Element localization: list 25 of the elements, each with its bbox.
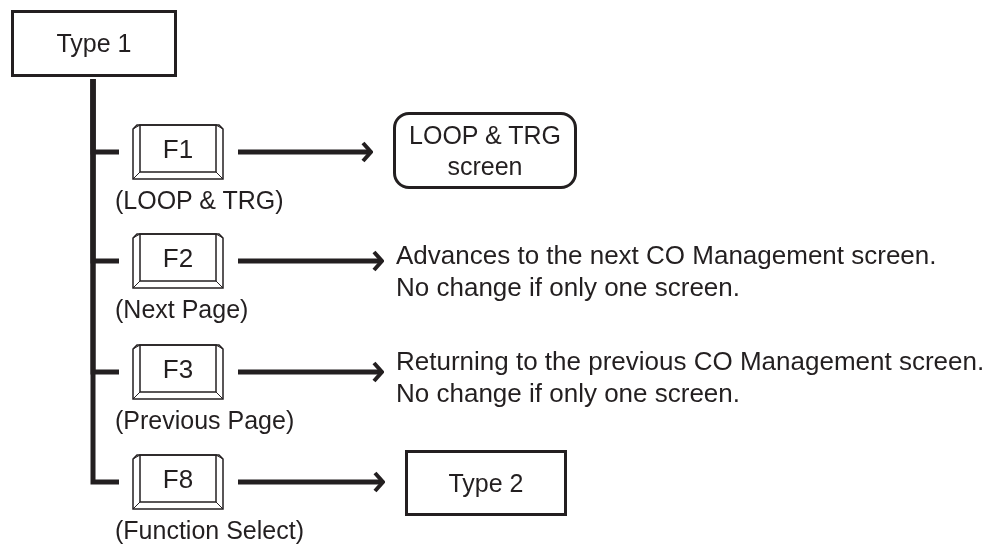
key-caption: (LOOP & TRG) (115, 185, 284, 215)
description-text: Advances to the next CO Management screen. No change if only one screen. (396, 240, 961, 304)
key-button (132, 344, 224, 400)
key-button (132, 233, 224, 289)
arrow (238, 361, 384, 383)
key-label: F3 (162, 353, 194, 385)
key-caption: (Function Select) (115, 515, 304, 545)
connector-line (90, 79, 119, 485)
box-label: Type 1 (55, 28, 133, 59)
key-label: F1 (162, 133, 194, 165)
screen-box (393, 112, 577, 189)
arrow (238, 250, 384, 272)
box-label: Type 2 (447, 467, 525, 499)
description-text: Returning to the previous CO Management screen. No change if only one screen. (396, 346, 1001, 410)
key-caption: (Previous Page) (115, 405, 295, 435)
key-button (132, 124, 224, 180)
key-label: F2 (162, 242, 194, 274)
arrow (238, 471, 385, 493)
type-box (11, 10, 177, 77)
box-label: LOOP & TRG screen (408, 120, 562, 181)
arrow (238, 141, 373, 163)
key-button (132, 454, 224, 510)
type-box (405, 450, 567, 516)
key-caption: (Next Page) (115, 294, 249, 324)
key-label: F8 (162, 463, 194, 495)
